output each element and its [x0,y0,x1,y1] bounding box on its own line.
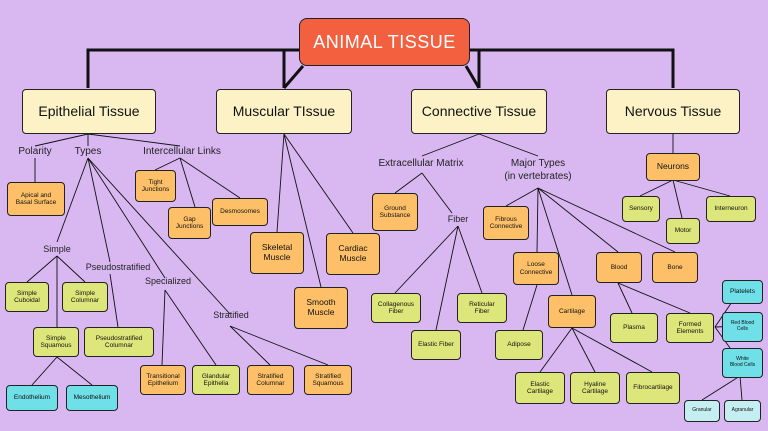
node-motor: Motor [666,218,700,244]
node-mesothelium: Mesothelium [66,385,118,411]
node-loose-connective: Loose Connective [513,252,559,285]
node-red-blood-cells: Red Blood Cells [722,312,763,342]
node-plasma: Plasma [610,313,658,343]
label-types: Types [74,146,102,157]
node-bone: Bone [652,252,698,283]
node-elastic-fiber: Elastic Fiber [411,330,461,360]
node-simple-squamous: Simple Squamous [33,327,79,357]
category-epithelial: Epithelial Tissue [22,89,156,134]
node-neurons: Neurons [646,153,700,181]
node-skeletal-muscle: Skeletal Muscle [250,232,304,274]
node-cardiac-muscle: Cardiac Muscle [326,233,380,275]
node-fibrous-connective: Fibrous Connective [483,206,529,240]
label-simple: Simple [43,244,71,254]
node-sensory: Sensory [622,196,660,222]
label-fiber: Fiber [447,214,469,224]
node-fibrocartilage: Fibrocartilage [626,372,680,404]
label-intercellular-links: Intercellular Links [143,146,221,157]
node-hyaline-cartilage: Hyaline Cartilage [570,372,620,404]
node-transitional-epithelium: Transitional Epithelium [140,365,186,395]
node-gap-junctions: Gap Junctions [168,207,211,239]
label-specialized: Specialized [144,276,192,286]
label-polarity: Polarity [18,146,52,157]
node-smooth-muscle: Smooth Muscle [294,287,348,329]
node-cartilage: Cartilage [548,295,596,328]
category-muscular: Muscular TIssue [216,89,352,134]
label-extracellular-matrix: Extracellular Matrix [378,158,464,169]
node-stratified-columnar: Stratified Columnar [247,365,294,395]
node-interneuron: Interneuron [706,196,756,222]
label-pseudostratified: Pseudostratified [85,262,151,272]
node-agranular: Agranular [724,400,761,422]
root-node: ANIMAL TISSUE [299,18,470,66]
node-elastic-cartilage: Elastic Cartilage [515,372,565,404]
node-white-blood-cells: White Blood Cells [722,348,763,378]
node-apical-basal-surface: Apical and Basal Surface [7,182,65,216]
node-stratified-squamous: Stratified Squamous [304,365,352,395]
label-major-types: Major Types (in vertebrates) [504,158,572,182]
label-stratified: Stratified [213,310,249,320]
node-blood: Blood [596,252,642,283]
category-connective: Connective Tissue [411,89,547,134]
node-pseudostratified-columnar: Pseudostratified Columnar [84,327,154,357]
node-simple-cuboidal: Simple Cuboidal [5,282,49,312]
node-simple-columnar: Simple Columnar [62,282,108,312]
node-ground-substance: Ground Substance [372,193,418,231]
node-endothelium: Endothelium [6,385,58,411]
node-platelets: Platelets [722,280,763,304]
node-granular: Granular [684,400,720,422]
node-reticular-fiber: Reticular Fiber [457,293,507,323]
node-desmosomes: Desmosomes [212,198,268,226]
node-adipose: Adipose [495,330,543,360]
node-tight-junctions: Tight Junctions [135,170,176,202]
node-formed-elements: Formed Elements [666,313,714,343]
category-nervous: Nervous Tissue [606,89,740,134]
node-glandular-epithelia: Glandular Epithelia [192,365,240,395]
node-collagenous-fiber: Collagenous Fiber [371,293,421,323]
